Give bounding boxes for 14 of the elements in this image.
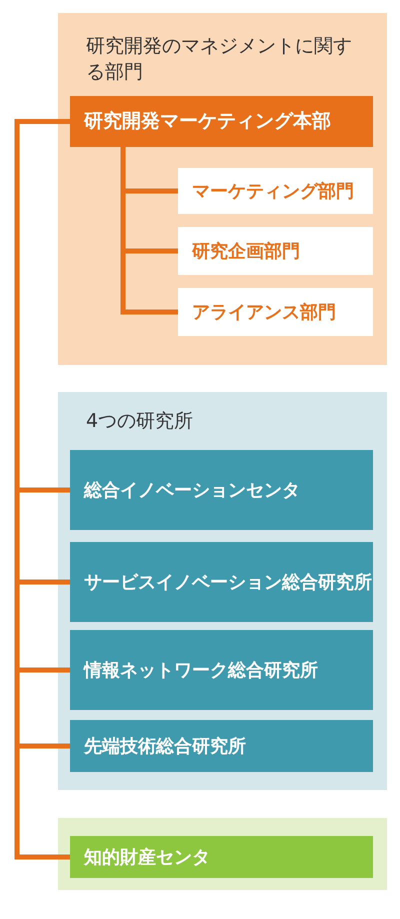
headquarters-box: 研究開発マーケティング本部: [70, 96, 373, 147]
laboratories-band: [58, 392, 387, 790]
section-heading: 4つの研究所: [86, 409, 194, 434]
laboratory-box: 情報ネットワーク総合研究所: [70, 630, 373, 710]
laboratory-box: 総合イノベーションセンタ: [70, 450, 373, 530]
laboratory-box: 先端技術総合研究所: [70, 720, 373, 772]
management-band: [58, 13, 387, 365]
section-heading: 研究開発のマネジメントに関する部門: [86, 34, 353, 85]
laboratory-box: サービスイノベーション総合研究所: [70, 542, 373, 622]
department-box: マーケティング部門: [178, 168, 373, 214]
department-box: 研究企画部門: [178, 227, 373, 275]
department-box: アライアンス部門: [178, 288, 373, 336]
ip-center-box: 知的財産センタ: [70, 836, 373, 878]
ip-band: [58, 818, 387, 890]
